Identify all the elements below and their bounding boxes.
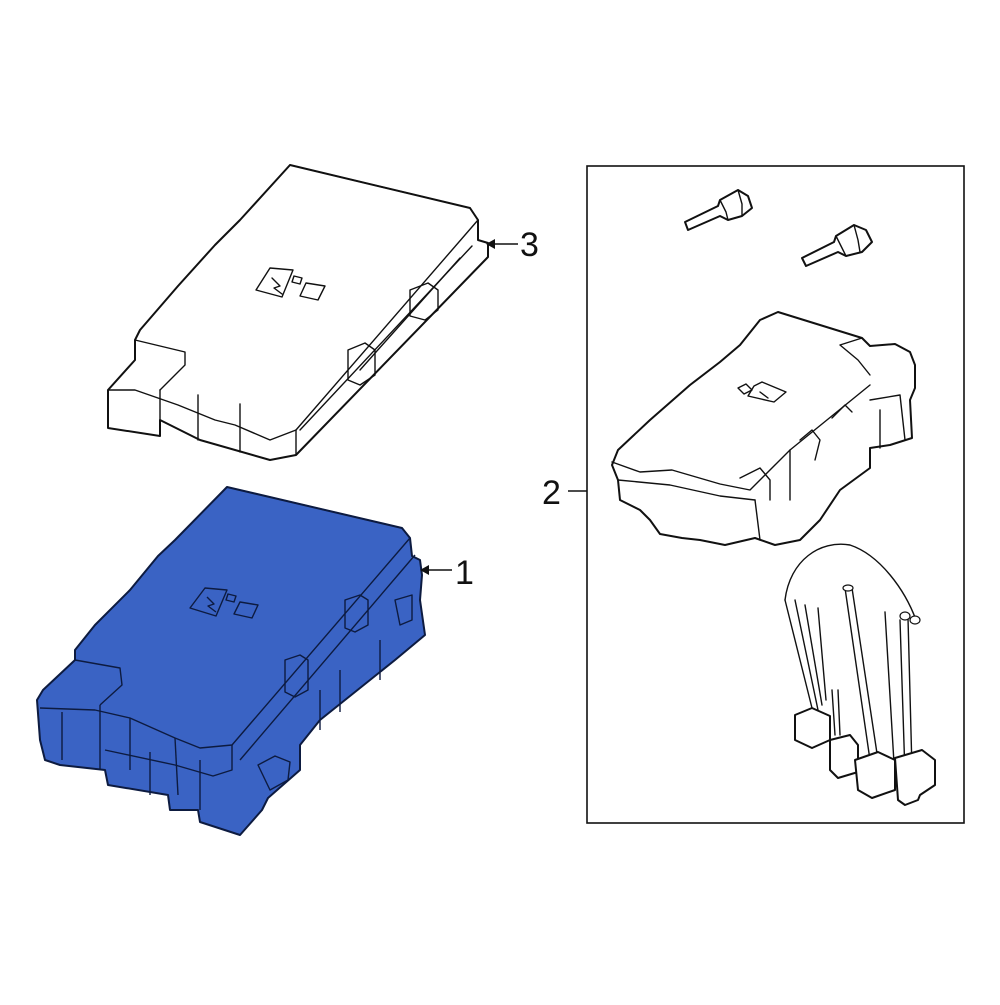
- callout-1-label[interactable]: 1: [455, 554, 474, 592]
- callout-1-arrow-icon: [420, 565, 452, 575]
- kit-wiring-harness[interactable]: [784, 543, 936, 806]
- part-1-fuse-box-highlighted[interactable]: [36, 486, 426, 836]
- callout-2-label[interactable]: 2: [542, 474, 561, 512]
- terminal-pin-1[interactable]: [684, 189, 753, 231]
- callout-3-arrow-icon: [486, 239, 518, 249]
- kit-fuse-box-housing[interactable]: [611, 311, 916, 546]
- callout-3-label[interactable]: 3: [520, 226, 539, 264]
- part-2-kit-frame: [568, 165, 965, 824]
- terminal-pin-2[interactable]: [801, 224, 873, 267]
- part-3-cover[interactable]: [107, 164, 489, 461]
